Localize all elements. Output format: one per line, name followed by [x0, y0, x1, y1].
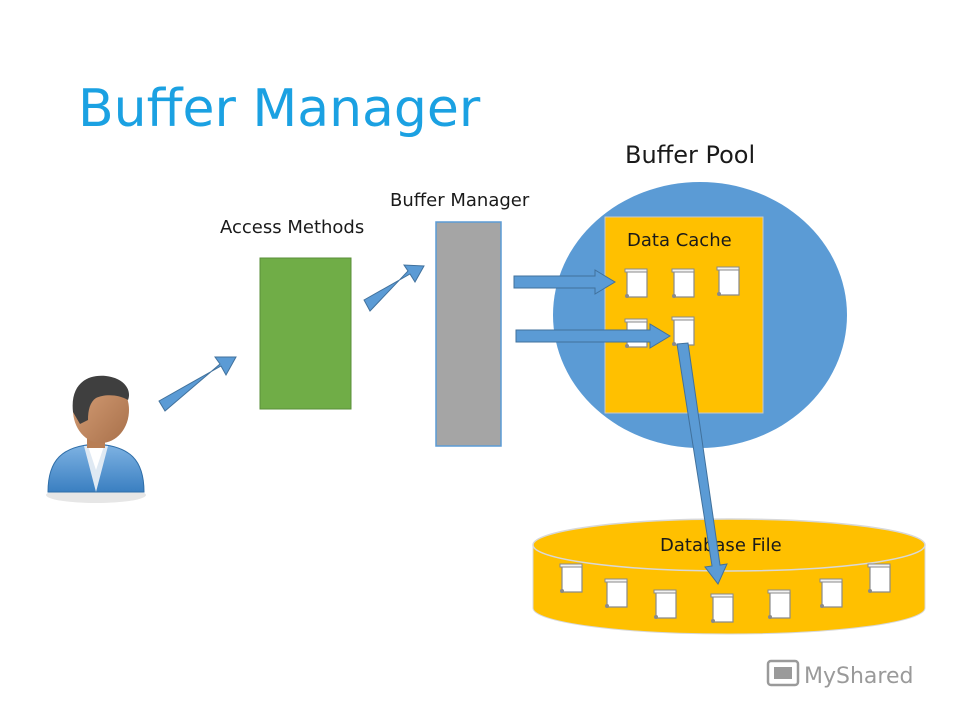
database-file-cylinder [532, 518, 926, 635]
arrow-access-to-manager [363, 264, 425, 312]
file-page-icon [604, 578, 628, 609]
buffer-pool-label: Buffer Pool [625, 141, 755, 169]
arrow-manager-to-cache-bottom [515, 323, 671, 349]
file-page-icon [559, 563, 583, 594]
cache-page-icon [671, 268, 695, 299]
access-methods-label: Access Methods [220, 217, 364, 238]
myshared-logo: MyShared [766, 659, 913, 689]
user-avatar-icon [46, 375, 146, 503]
cache-page-icon [624, 268, 648, 299]
file-page-icon [819, 578, 843, 609]
arrow-user-to-access [158, 356, 237, 412]
arrow-manager-to-cache-top [513, 269, 616, 295]
file-page-icon [767, 589, 791, 620]
cache-page-icon [716, 266, 740, 297]
cache-page-icon [671, 316, 695, 347]
file-page-icon [653, 589, 677, 620]
access-methods-box [259, 257, 352, 410]
page-title: Buffer Manager [78, 79, 481, 139]
database-file-label: Database File [660, 535, 782, 556]
buffer-manager-label: Buffer Manager [390, 190, 530, 211]
file-page-icon [867, 563, 891, 594]
file-page-icon [710, 593, 734, 624]
data-cache-label: Data Cache [627, 230, 732, 251]
watermark-text: MyShared [804, 664, 913, 689]
buffer-manager-box [435, 221, 502, 447]
arrow-cache-to-file [676, 342, 728, 585]
